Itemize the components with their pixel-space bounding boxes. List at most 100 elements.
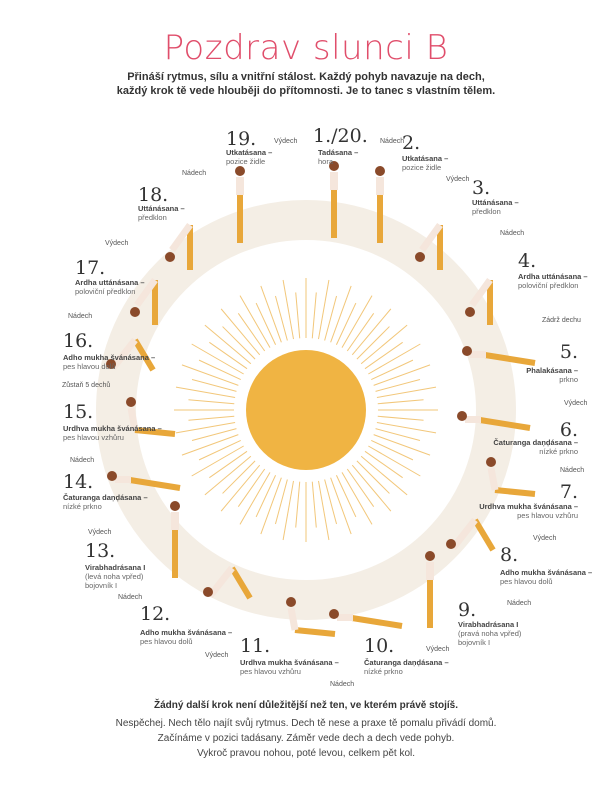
sun-ray [324,295,338,341]
pose-description: poloviční předklon [75,287,136,296]
pose-label: Phalakásana –prkno [526,366,578,384]
pose-name: Urdhva mukha švánásana – [240,658,339,667]
pose-name: Ardha uttánásana – [75,278,145,287]
pose-number: 10. [364,635,395,657]
sun-ray [181,434,239,456]
sun-ray [295,292,301,339]
ring [96,200,516,620]
pose-description: nízké prkno [539,447,578,456]
sun-ray [364,450,403,479]
pose-name: Tadásana – [318,148,359,157]
pose-name: Adho mukha švánásana – [500,568,593,577]
pose-label: Čaturanga daṇḍásana –nízké prkno [63,493,148,511]
sun-ray [335,475,357,518]
sun-ray [222,326,256,360]
breath-cue: Nádech [560,467,585,474]
pose-description: předklon [472,207,501,216]
pose-label: Tadásana –hora [318,148,358,166]
sun-rays [174,278,438,542]
sun-ray [274,479,288,525]
sun-ray [260,285,282,343]
pose-label: Urdhva mukha švánásana –pes hlavou vzhůr… [240,658,339,676]
pose-description: pes hlavou vzhůru [517,511,578,520]
breath-cue: Zůstaň 5 dechů [62,382,111,389]
pose-label: Uttánásana –předklon [138,204,185,222]
sun-ray [191,343,244,375]
pose-number: 12. [140,603,171,625]
sun-ray [376,386,437,398]
sun-ray [335,302,357,345]
pose-name: Čaturanga daṇḍásana – [364,658,449,667]
sun-ray [188,399,235,405]
pose-number: 1./20. [313,125,368,147]
footer-line: Začínáme v pozici tadásany. Záměr vede d… [157,733,455,744]
breath-cue: Nádech [380,138,405,145]
yoga-figure [203,565,253,600]
yoga-figures [106,161,536,637]
sun-ray [191,445,244,477]
pose-number: 15. [63,401,94,423]
sun-ray [318,279,330,340]
pose-label: Ardha uttánásana –poloviční předklon [75,278,145,296]
pose-label: Utkatásana –pozice židle [226,148,272,166]
sun-ray [376,422,437,434]
pose-description: prkno [559,375,578,384]
pose-description: pozice židle [226,157,266,166]
sun-ray [375,378,421,392]
breath-cue: Výdech [446,176,470,183]
breath-cue: Nádech [70,457,95,464]
pose-description: předklon [138,213,167,222]
yoga-figure [170,501,180,578]
yoga-figure [329,161,339,238]
pose-label: Adho mukha švánásana –pes hlavou dolů [63,353,155,371]
yoga-figure [126,397,176,437]
breath-cue: Výdech [533,535,557,542]
pose-label: Virabhadrásana I(pravá noha vpřed)bojovn… [458,620,521,647]
breath-cue: Výdech [105,240,129,247]
sun-ray [368,445,421,477]
yoga-figure [446,517,496,552]
pose-description: pozice židle [402,163,442,172]
pose-description: (pravá noha vpřed) [458,629,522,638]
subtitle-line: každý krok tě vede hlouběji do přítomnos… [116,85,496,97]
breath-cue: Výdech [426,646,450,653]
sun-ray [360,324,408,365]
pose-name: Ardha uttánásana – [518,272,588,281]
sun-ray [220,308,261,356]
breath-cue: Výdech [88,529,112,536]
sun-ray [204,324,252,365]
pose-description: nízké prkno [364,667,403,676]
sun-ray [239,472,271,525]
yoga-figure [329,609,403,629]
sun-ray [274,295,288,341]
pose-description: pes hlavou vzhůru [240,667,301,676]
sun-ray [282,480,294,541]
yoga-figure [415,222,443,270]
pose-label: Utkatásana –pozice židle [402,154,448,172]
yoga-figure [425,551,435,628]
sun-ray [364,341,403,370]
yoga-figure [457,411,531,431]
breath-cue: Výdech [564,400,588,407]
pose-number: 3. [472,177,491,199]
pose-description: pes hlavou dolů [500,577,553,586]
yoga-figure [235,166,245,243]
pose-number: 16. [63,330,94,352]
breath-cue: Výdech [274,138,298,145]
pose-number: 7. [559,481,578,503]
pose-description: pes hlavou dolů [140,637,193,646]
pose-description: bojovník I [458,638,491,647]
breath-cue: Nádech [68,313,93,320]
sun-ray [330,285,352,343]
sun-ray [351,308,392,356]
breath-cue: Nádech [330,681,355,688]
pose-description: poloviční předklon [518,281,579,290]
breath-cue: Nádech [507,600,532,607]
sun-ray [260,477,282,535]
breath-cue: Nádech [182,170,207,177]
pose-number: 9. [458,599,477,621]
sun-ray [204,455,252,496]
sun-ray [377,399,424,405]
pose-label: Uttánásana –předklon [472,198,519,216]
